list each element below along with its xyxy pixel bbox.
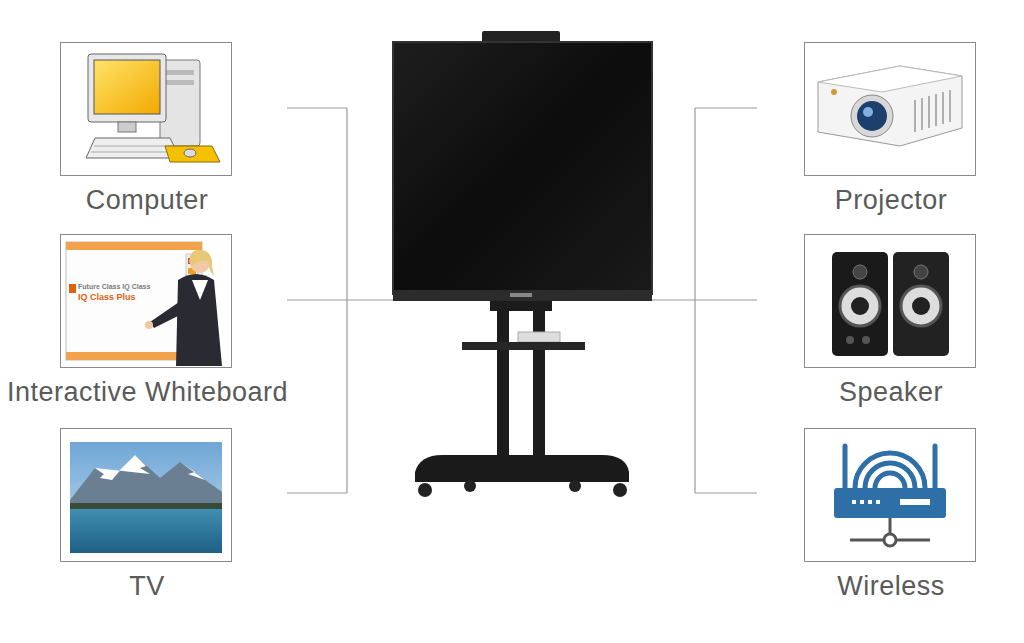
- node-label: Interactive Whiteboard: [7, 377, 288, 408]
- screen-text: Future Class IQ Class: [78, 283, 150, 290]
- speaker-icon: [832, 252, 949, 356]
- speaker-box: Speaker: [804, 234, 976, 368]
- computer-icon: [86, 54, 220, 162]
- wireless-box: Wireless: [804, 428, 976, 562]
- projector-icon: [818, 66, 962, 146]
- node-label: Speaker: [839, 377, 943, 408]
- screen-text: IQ Class Plus: [78, 292, 136, 302]
- whiteboard-icon: [66, 242, 222, 366]
- computer-box: Computer: [60, 42, 232, 176]
- node-label: Projector: [835, 185, 948, 216]
- node-label: Computer: [86, 185, 209, 216]
- display-stand: [393, 31, 652, 497]
- node-label: Wireless: [837, 571, 945, 602]
- tv-box: TV: [60, 428, 232, 562]
- node-label: TV: [129, 571, 165, 602]
- tv-icon: [70, 442, 222, 553]
- projector-box: Projector: [804, 42, 976, 176]
- router-icon: [834, 446, 946, 546]
